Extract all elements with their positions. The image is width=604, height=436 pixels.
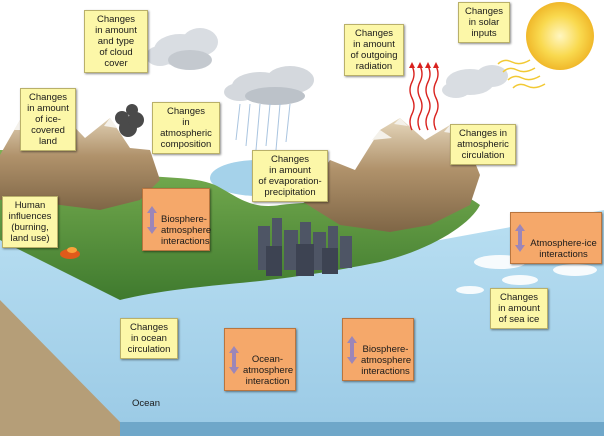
double-arrow-icon xyxy=(229,345,239,374)
right-mountains xyxy=(300,118,480,232)
double-arrow-icon xyxy=(515,224,525,252)
interaction-text: Ocean- atmosphere interaction xyxy=(243,354,294,387)
volcano-smoke xyxy=(115,104,144,137)
right-mountain-snow xyxy=(372,118,458,140)
sun-rays xyxy=(497,59,546,89)
interaction-biosphere-atmosphere-bottom: Biosphere- atmosphere interactions xyxy=(342,318,414,381)
interaction-text: Atmosphere-ice interactions xyxy=(530,238,597,260)
ocean-label: Ocean xyxy=(132,398,160,409)
label-human-influences: Human influences (burning, land use) xyxy=(2,196,58,248)
label-sea-ice: Changes in amount of sea ice xyxy=(490,288,548,329)
fire xyxy=(60,247,80,259)
label-atmospheric-composition: Changes in atmospheric composition xyxy=(152,102,220,154)
left-mountains xyxy=(0,112,160,210)
label-ocean-circulation: Changes in ocean circulation xyxy=(120,318,178,359)
sun xyxy=(526,2,594,70)
ocean-front-face xyxy=(120,422,604,436)
cloud-right xyxy=(442,65,508,98)
label-atmospheric-circulation: Changes in atmospheric circulation xyxy=(450,124,516,165)
interaction-atmosphere-ice: Atmosphere-ice interactions xyxy=(510,212,602,264)
city-buildings xyxy=(258,218,352,276)
rain-cloud xyxy=(224,66,314,105)
label-ice-covered-land: Changes in amount of ice- covered land xyxy=(20,88,76,151)
interaction-text: Biosphere- atmosphere interactions xyxy=(361,344,412,377)
cloud-top xyxy=(146,28,218,70)
double-arrow-icon xyxy=(347,335,357,364)
label-solar-inputs: Changes in solar inputs xyxy=(458,2,510,43)
ground-side-shade xyxy=(0,300,120,436)
interaction-biosphere-atmosphere-left: Biosphere- atmosphere interactions xyxy=(142,188,212,251)
rain xyxy=(235,103,291,151)
radiation-arrowheads xyxy=(409,62,439,68)
interaction-ocean-atmosphere: Ocean- atmosphere interaction xyxy=(224,328,296,391)
label-evaporation-precipitation: Changes in amount of evaporation- precip… xyxy=(252,150,328,202)
interaction-text: Biosphere- atmosphere interactions xyxy=(161,214,212,247)
outgoing-radiation-icon xyxy=(409,65,439,131)
label-cloud-cover: Changes in amount and type of cloud cove… xyxy=(84,10,148,73)
label-outgoing-radiation: Changes in amount of outgoing radiation xyxy=(344,24,404,76)
double-arrow-icon xyxy=(147,205,157,234)
